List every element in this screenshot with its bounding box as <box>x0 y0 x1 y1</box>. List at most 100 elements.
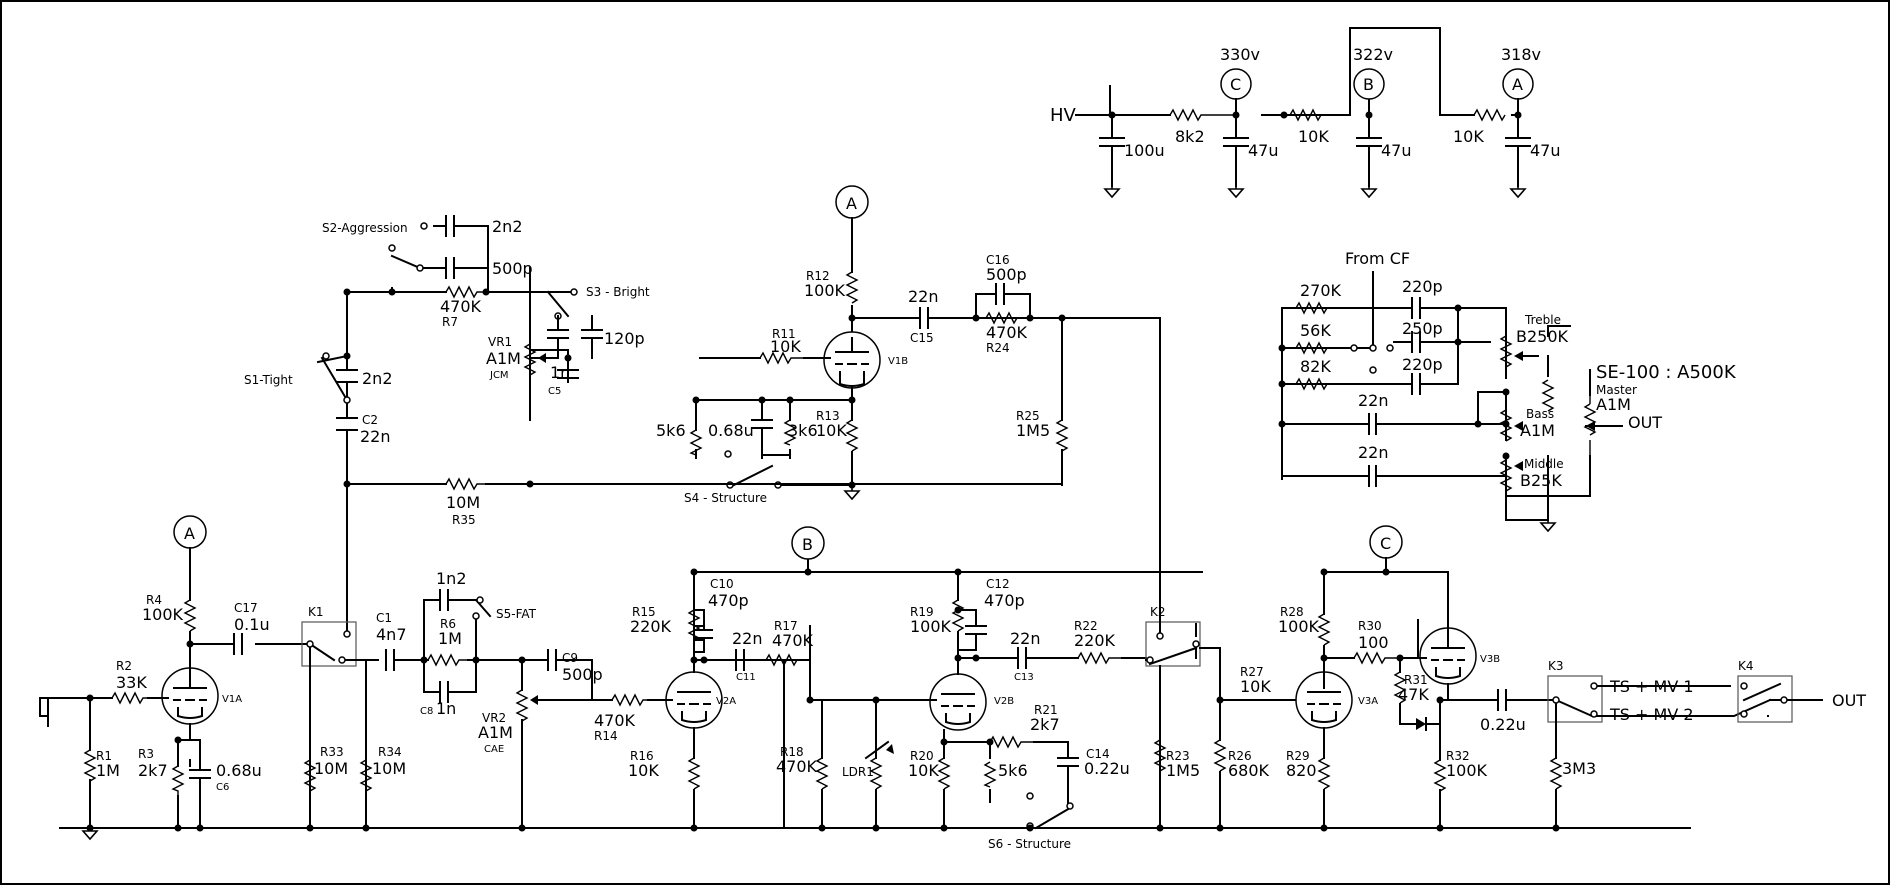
label: 220p <box>1402 355 1443 374</box>
relay-k3-label: K3 <box>1548 659 1564 673</box>
label: R26 <box>1228 749 1252 763</box>
label: 0.22u <box>1480 715 1526 734</box>
voltage-label: 322v <box>1353 45 1393 64</box>
label: Treble <box>1524 313 1561 327</box>
label: 100K <box>1278 617 1320 636</box>
label: 470K <box>440 297 482 316</box>
label: R20 <box>910 749 934 763</box>
label: 5k6 <box>998 761 1028 780</box>
label: 2k7 <box>1030 715 1060 734</box>
label: 470K <box>986 323 1028 342</box>
switch-s4-label: S4 - Structure <box>684 491 767 505</box>
relay-k1-box <box>301 621 357 667</box>
label: R35 <box>452 513 476 527</box>
switch-s3-label: S3 - Bright <box>586 285 650 299</box>
v1b-stage: A R12 100K 22n C15 C16 500p 470K R24 R1 <box>656 185 1161 625</box>
label: R3 <box>138 747 154 761</box>
label: VR2 <box>482 711 506 725</box>
label: R4 <box>146 593 162 607</box>
label: 1M5 <box>1166 761 1200 780</box>
label: 10K <box>816 421 847 440</box>
label: 0.1u <box>234 615 270 634</box>
label: C9 <box>562 651 578 665</box>
label: R12 <box>806 269 830 283</box>
label: 100K <box>142 605 184 624</box>
label: 1n <box>436 699 456 718</box>
label: C10 <box>710 577 734 591</box>
label: 2n2 <box>362 369 393 388</box>
voltage-label: 318v <box>1501 45 1541 64</box>
label: 10K <box>1240 677 1271 696</box>
label: 820 <box>1286 761 1317 780</box>
label: A1M <box>1596 395 1631 414</box>
label: 100u <box>1124 141 1165 160</box>
label: R24 <box>986 341 1010 355</box>
label: C16 <box>986 253 1010 267</box>
label: R31 <box>1404 673 1428 687</box>
label: R19 <box>910 605 934 619</box>
label: 10M <box>314 759 348 778</box>
label: 250p <box>1402 319 1443 338</box>
label: CAE <box>484 744 504 755</box>
label: C8 <box>420 706 433 717</box>
label: 470K <box>594 711 636 730</box>
label: Middle <box>1524 457 1564 471</box>
label: R7 <box>442 315 458 329</box>
label: 500p <box>492 259 533 278</box>
label: JCM <box>489 370 509 381</box>
label: R21 <box>1034 703 1058 717</box>
label: 470p <box>708 591 749 610</box>
se100-label: SE-100 : A500K <box>1596 362 1737 383</box>
label: 10K <box>770 337 801 356</box>
label: 2k7 <box>138 761 168 780</box>
out-label: OUT <box>1628 413 1662 432</box>
v2a-stage: B C1 4n7 1n2 S5-FAT R6 1M C8 1n C9 500p … <box>376 526 1203 832</box>
label: C12 <box>986 577 1010 591</box>
label: R27 <box>1240 665 1264 679</box>
label: 4n7 <box>376 625 407 644</box>
node-label: B <box>1363 75 1374 94</box>
label: 680K <box>1228 761 1270 780</box>
node-label: C <box>1380 534 1391 553</box>
voltage-label: 330v <box>1220 45 1260 64</box>
relay-k2-box <box>1145 621 1201 667</box>
switch-s5-label: S5-FAT <box>496 607 537 621</box>
label: R34 <box>378 745 402 759</box>
label: B250K <box>1516 327 1569 346</box>
label: 22n <box>1358 391 1389 410</box>
label: 47K <box>1398 685 1429 704</box>
label: 22n <box>732 629 763 648</box>
v3-stage: C R27 10K R28 100K R30 100 <box>1240 525 1866 832</box>
relay-k4-label: K4 <box>1738 659 1754 673</box>
label: R15 <box>632 605 656 619</box>
out-label: OUT <box>1832 691 1866 710</box>
label: C11 <box>736 672 756 683</box>
label: R18 <box>780 745 804 759</box>
label: R16 <box>630 749 654 763</box>
node-b-circle <box>791 526 825 560</box>
tube-label: V2B <box>994 696 1014 707</box>
tube-label: V3A <box>1358 696 1378 707</box>
label: 470K <box>772 631 814 650</box>
label: C1 <box>376 611 392 625</box>
label: 82K <box>1300 357 1331 376</box>
label: 120p <box>604 329 645 348</box>
label: R25 <box>1016 409 1040 423</box>
tube-label: V2A <box>716 696 736 707</box>
label: 0.22u <box>1084 759 1130 778</box>
label: R17 <box>774 619 798 633</box>
label: 10M <box>372 759 406 778</box>
label: 100K <box>804 281 846 300</box>
node-label: A <box>846 194 857 213</box>
node-label: B <box>802 535 813 554</box>
output-1-label: TS + MV 1 <box>1609 677 1694 696</box>
label: 22n <box>1358 443 1389 462</box>
tube-label: V3B <box>1480 654 1500 665</box>
switch-s6-label: S6 - Structure <box>988 837 1071 851</box>
power-supply: HV 100u 8k2 330v C 47u 10K 322v B 47u 10… <box>1050 27 1561 198</box>
label: 3k6 <box>788 421 818 440</box>
label: C6 <box>216 782 229 793</box>
tube-label: V1B <box>888 356 908 367</box>
